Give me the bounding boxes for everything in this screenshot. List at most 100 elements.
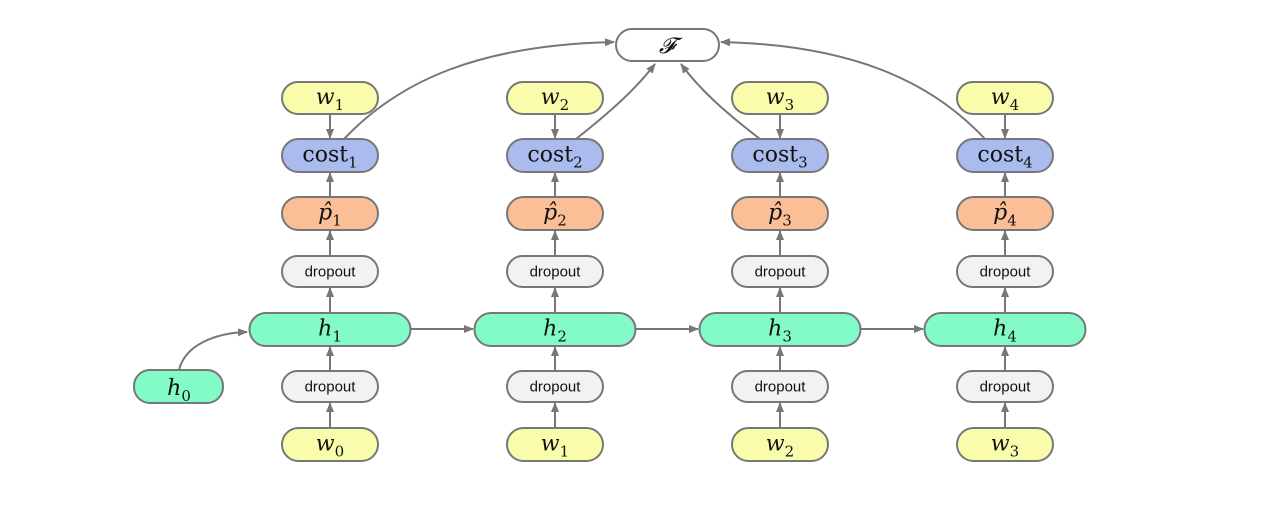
prob-label: p̂1 [318, 201, 342, 230]
input-word-box [731, 427, 829, 462]
input-word-node: w0 [281, 427, 379, 462]
top-word-base: w [316, 85, 335, 110]
cost-base: cost [752, 143, 798, 168]
top-word-base: w [766, 85, 785, 110]
input-word-sub: 0 [335, 443, 345, 461]
top-word-base: w [991, 85, 1010, 110]
prob-node: p̂4 [956, 196, 1054, 231]
edge-cost4-objective [720, 38, 986, 140]
top-word-sub: 3 [785, 96, 795, 114]
dropout-bottom-box [281, 370, 379, 403]
hidden-base: h [318, 317, 332, 342]
hidden-base: h [993, 317, 1007, 342]
hidden-node: h1 [248, 312, 412, 347]
input-word-label: w1 [541, 432, 569, 461]
dropout-bottom-box [506, 370, 604, 403]
cost-base: cost [527, 143, 573, 168]
dropout-top-node: dropout [731, 255, 829, 288]
prob-node: p̂1 [281, 196, 379, 231]
hidden-box [923, 312, 1087, 347]
input-word-box [506, 427, 604, 462]
input-word-sub: 1 [560, 443, 570, 461]
cost-base: cost [977, 143, 1023, 168]
prob-sub: 3 [782, 212, 792, 230]
dropout-bottom-node: dropout [506, 370, 604, 403]
dropout-bottom-box [731, 370, 829, 403]
prob-sub: 1 [332, 212, 342, 230]
hidden-box [473, 312, 637, 347]
dropout-top-box [506, 255, 604, 288]
top-word-box [956, 81, 1054, 115]
edge-h0-h1 [178, 328, 248, 371]
timestep-columns: w1cost1p̂1dropouth1dropoutw0w2cost2p̂2dr… [248, 81, 1087, 462]
top-word-label: w1 [316, 85, 344, 114]
objective-box [615, 28, 720, 62]
dropout-top-label: dropout [305, 264, 357, 281]
edge-cost1-objective [343, 38, 615, 140]
cost-label: cost2 [527, 143, 582, 172]
cost-box [731, 138, 829, 173]
hidden-sub: 2 [557, 328, 567, 346]
prob-base: p̂ [318, 201, 332, 226]
top-word-sub: 1 [335, 96, 345, 114]
prob-base: p̂ [543, 201, 557, 226]
hidden-label: h4 [993, 317, 1017, 346]
hidden-label: h2 [543, 317, 567, 346]
input-word-base: w [766, 432, 785, 457]
dropout-top-label: dropout [530, 264, 582, 281]
dropout-bottom-node: dropout [956, 370, 1054, 403]
hidden-sub: 3 [782, 328, 792, 346]
initial-hidden-node: h0 [133, 369, 224, 405]
prob-label: p̂4 [993, 201, 1017, 230]
top-word-label: w4 [991, 85, 1019, 114]
dropout-bottom-box [956, 370, 1054, 403]
dropout-bottom-label: dropout [305, 379, 357, 396]
hidden-node: h2 [473, 312, 637, 347]
prob-box [506, 196, 604, 231]
cost-sub: 3 [798, 154, 808, 172]
top-word-node: w3 [731, 81, 829, 115]
h0-box [133, 369, 224, 404]
dropout-bottom-label: dropout [980, 379, 1032, 396]
h0-sub: 0 [181, 387, 191, 405]
top-word-base: w [541, 85, 560, 110]
prob-box [731, 196, 829, 231]
dropout-top-box [731, 255, 829, 288]
input-word-label: w0 [316, 432, 344, 461]
hidden-box [248, 312, 412, 347]
input-word-node: w1 [506, 427, 604, 462]
h0-label: h0 [167, 376, 191, 405]
hidden-sub: 4 [1007, 328, 1017, 346]
input-word-node: w2 [731, 427, 829, 462]
input-word-box [281, 427, 379, 462]
dropout-top-node: dropout [281, 255, 379, 288]
input-word-base: w [991, 432, 1010, 457]
cost-label: cost1 [302, 143, 357, 172]
prob-label: p̂3 [768, 201, 792, 230]
prob-box [281, 196, 379, 231]
dropout-bottom-node: dropout [731, 370, 829, 403]
prob-base: p̂ [993, 201, 1007, 226]
top-word-box [281, 81, 379, 115]
cost-sub: 4 [1023, 154, 1033, 172]
objective-node: 𝓕 [615, 28, 720, 62]
top-word-label: w2 [541, 85, 569, 114]
h0-base: h [167, 376, 181, 401]
hidden-sub: 1 [332, 328, 342, 346]
cost-label: cost3 [752, 143, 807, 172]
dropout-bottom-label: dropout [755, 379, 807, 396]
input-word-sub: 3 [1010, 443, 1020, 461]
top-word-node: w4 [956, 81, 1054, 115]
cost-box [506, 138, 604, 173]
top-word-node: w1 [281, 81, 379, 115]
cost-box [281, 138, 379, 173]
input-word-base: w [316, 432, 335, 457]
hidden-base: h [768, 317, 782, 342]
prob-node: p̂2 [506, 196, 604, 231]
top-word-label: w3 [766, 85, 794, 114]
